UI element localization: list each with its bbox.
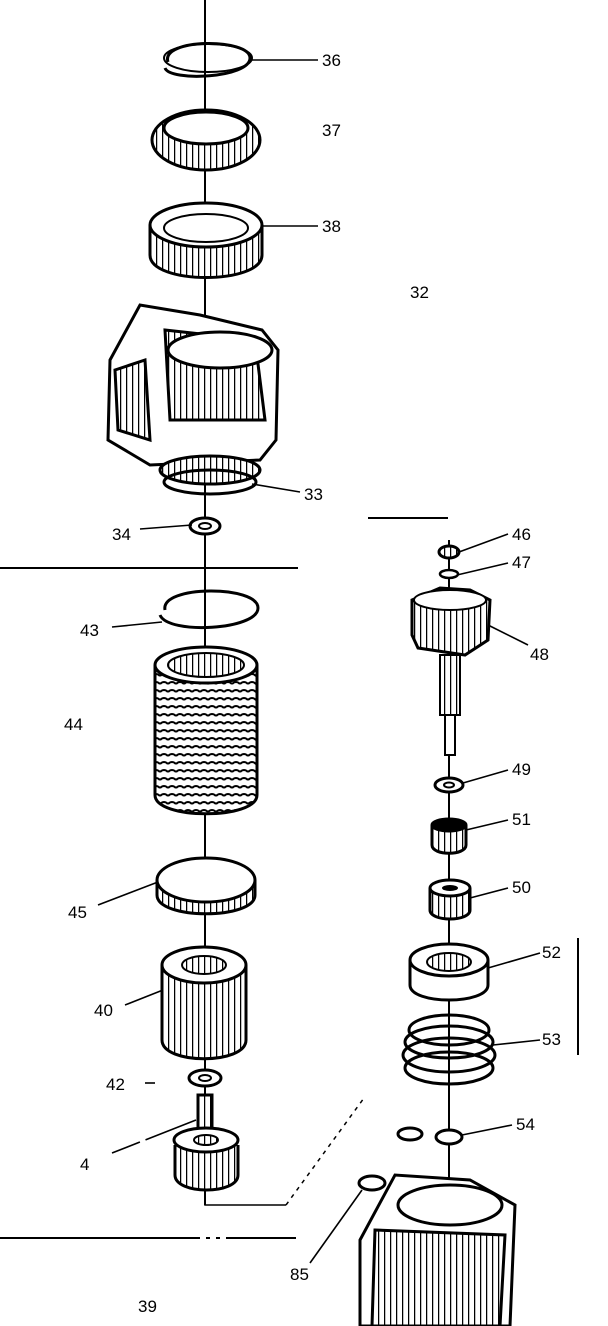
label-42: 42: [106, 1075, 125, 1094]
part-42-washer: [187, 1068, 223, 1088]
label-38: 38: [322, 217, 341, 236]
part-34-washer: [188, 516, 222, 536]
callout-labels: 36 37 38 32 33 34 46 47 48 43 44 49 51 5…: [64, 51, 561, 1316]
label-33: 33: [304, 485, 323, 504]
leader-lines: [97, 59, 541, 1264]
label-53: 53: [542, 1030, 561, 1049]
part-44-disc-pack: [153, 645, 259, 816]
part-39-lower-housing: [358, 1173, 517, 1326]
part-36-snap-ring: [163, 42, 253, 78]
part-48-valve-body: [410, 586, 492, 756]
part-49-washer: [433, 776, 465, 794]
part-47-washer: [438, 568, 460, 580]
part-43-snap-ring: [158, 589, 260, 630]
label-48: 48: [530, 645, 549, 664]
part-38-ring: [148, 201, 264, 279]
label-85: 85: [290, 1265, 309, 1284]
part-45-ring: [155, 856, 257, 916]
label-37: 37: [322, 121, 341, 140]
label-51: 51: [512, 810, 531, 829]
part-32-housing: [106, 303, 280, 486]
label-40: 40: [94, 1001, 113, 1020]
label-39: 39: [138, 1297, 157, 1316]
label-4: 4: [80, 1155, 89, 1174]
label-46: 46: [512, 525, 531, 544]
part-51-bushing: [430, 817, 468, 855]
label-44: 44: [64, 715, 83, 734]
part-54-washer: [396, 1126, 464, 1146]
label-34: 34: [112, 525, 131, 544]
label-43: 43: [80, 621, 99, 640]
label-54: 54: [516, 1115, 535, 1134]
label-52: 52: [542, 943, 561, 962]
part-40-drum: [160, 945, 248, 1061]
assembly-connector: [204, 1097, 365, 1206]
part-4-gear-shaft: [172, 1093, 240, 1192]
label-32: 32: [410, 283, 429, 302]
divider-lines: [0, 517, 579, 1239]
label-50: 50: [512, 878, 531, 897]
part-46-nut: [437, 544, 461, 560]
label-45: 45: [68, 903, 87, 922]
part-53-spring: [401, 1013, 497, 1086]
label-36: 36: [322, 51, 341, 70]
label-47: 47: [512, 553, 531, 572]
label-49: 49: [512, 760, 531, 779]
part-52-cup: [408, 942, 490, 1002]
part-33-seal: [162, 468, 258, 496]
part-85-o-ring: [357, 1174, 387, 1192]
part-37-clutch-ring: [150, 108, 262, 172]
part-50-gear: [428, 878, 472, 921]
